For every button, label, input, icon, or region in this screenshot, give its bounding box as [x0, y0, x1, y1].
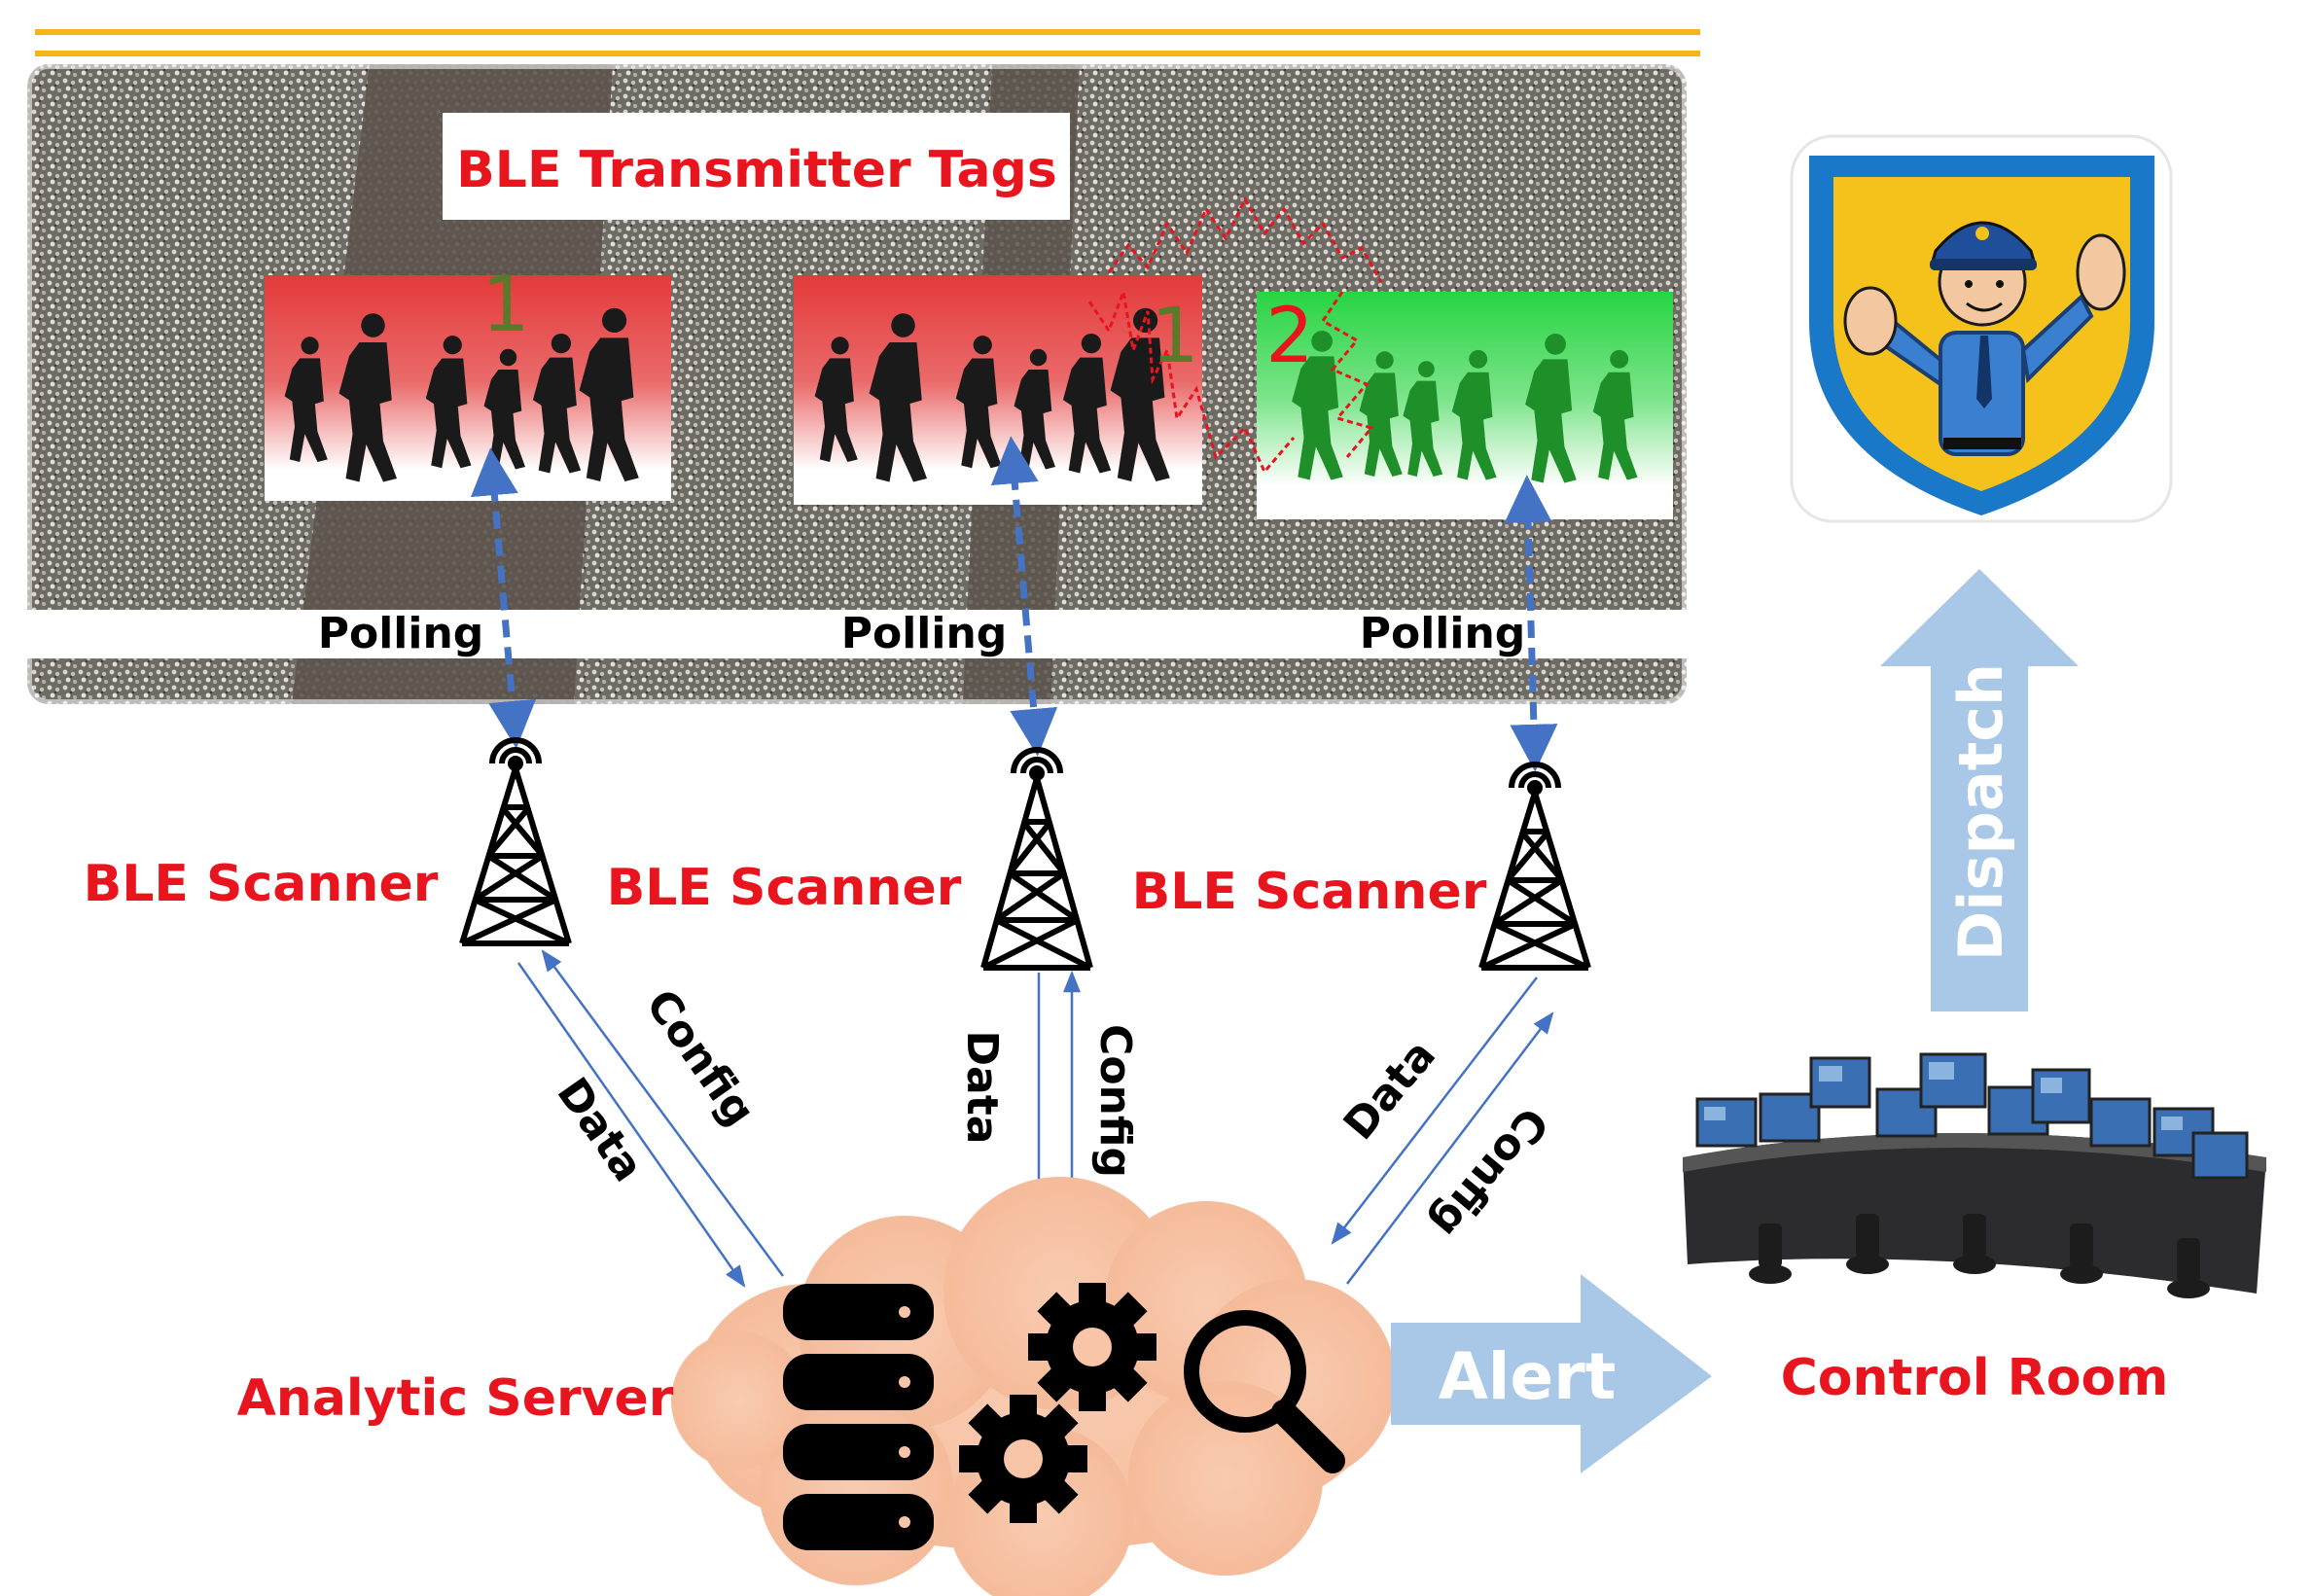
top-rule-lower — [35, 51, 1700, 56]
database-icon — [783, 1284, 934, 1550]
alert-arrow — [1391, 1274, 1712, 1473]
tag-number-3: 2 — [1265, 293, 1314, 380]
tag-number-2: 1 — [1151, 293, 1199, 380]
data-arrow-1 — [516, 962, 746, 1288]
header-box — [443, 113, 1070, 220]
antenna-tower-icon — [980, 747, 1093, 971]
analytic-server-cloud — [671, 1177, 1396, 1596]
polling-label-2: Polling — [841, 609, 1008, 658]
signal-zigzag — [1087, 195, 1383, 475]
tag-panel-3 — [1257, 292, 1673, 519]
data-label-1: Data — [547, 1069, 653, 1190]
scanner-label-1: BLE Scanner — [84, 855, 439, 913]
polling-arrows — [470, 436, 1558, 772]
config-label-2: Config — [1090, 1024, 1140, 1178]
control-room-label: Control Room — [1781, 1349, 2169, 1407]
data-config-arrows — [541, 949, 1554, 1285]
top-rule-upper — [35, 29, 1700, 35]
config-label-1: Config — [636, 980, 765, 1135]
data-label-2: Data — [957, 1031, 1007, 1145]
polling-label-1: Polling — [318, 609, 484, 658]
control-room-icon — [1683, 1052, 2266, 1298]
gears-icon — [959, 1283, 1156, 1523]
antenna-tower-icon — [459, 737, 572, 946]
tag-number-1: 1 — [481, 262, 530, 349]
antenna-tower-icon — [1478, 762, 1591, 971]
config-label-3: Config — [1421, 1097, 1558, 1247]
dispatch-arrow — [1880, 569, 2079, 1011]
polling-label-3: Polling — [1360, 609, 1526, 658]
scanner-label-2: BLE Scanner — [607, 859, 962, 917]
police-officer-icon — [1790, 134, 2173, 523]
dispatch-label: Dispatch — [1945, 663, 2016, 961]
server-label: Analytic Server — [237, 1369, 674, 1428]
tag-panel-1 — [265, 275, 671, 501]
header-title: BLE Transmitter Tags — [456, 141, 1057, 199]
magnifier-icon — [1184, 1310, 1345, 1473]
alert-label: Alert — [1439, 1339, 1617, 1414]
tag-panel-2 — [794, 275, 1202, 505]
polling-strip — [27, 610, 1687, 658]
data-label-3: Data — [1334, 1030, 1445, 1149]
scanner-label-3: BLE Scanner — [1132, 863, 1487, 921]
